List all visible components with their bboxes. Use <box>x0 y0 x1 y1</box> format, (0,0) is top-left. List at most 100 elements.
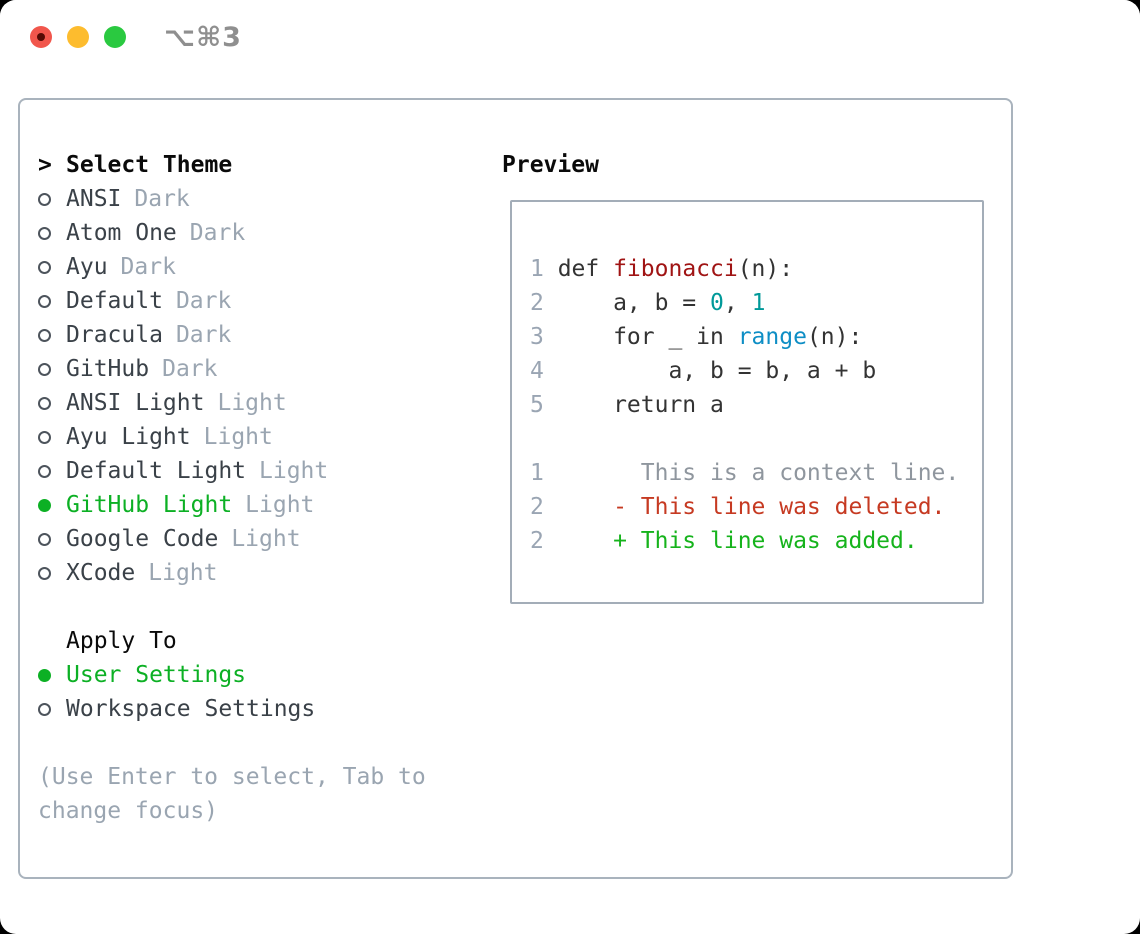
theme-name: Ayu <box>66 254 108 280</box>
radio-selected-icon[interactable] <box>38 668 51 682</box>
line-number: 2 <box>530 290 544 316</box>
theme-variant-label: Dark <box>175 288 232 314</box>
radio-unselected-icon[interactable] <box>38 362 51 376</box>
theme-variant-label: Dark <box>120 254 176 280</box>
code-line: 4 a, b = b, a + b <box>530 354 959 388</box>
code-line: 1 This is a context line. <box>530 456 959 490</box>
code-segment-context: This is a context line. <box>557 460 960 486</box>
radio-unselected-icon[interactable] <box>38 464 51 478</box>
radio-unselected-icon[interactable] <box>38 396 51 410</box>
code-segment-plain: def <box>557 256 614 282</box>
theme-option[interactable]: Default Dark <box>38 284 448 318</box>
theme-variant-label: Dark <box>189 220 246 246</box>
code-segment-plain: for _ in <box>557 324 738 350</box>
theme-name: Dracula <box>66 322 163 348</box>
theme-option[interactable]: XCode Light <box>38 556 448 590</box>
window-title-shortcut: ⌥⌘3 <box>164 22 242 53</box>
preview-header: Preview <box>502 152 599 178</box>
radio-unselected-icon[interactable] <box>38 260 51 274</box>
code-segment-number: 1 <box>751 290 766 316</box>
code-segment-plain: a, b = <box>557 290 711 316</box>
apply-option-label: Workspace Settings <box>66 696 316 722</box>
code-line: 2 - This line was deleted. <box>530 490 959 524</box>
apply-to-header: Apply To <box>66 628 177 654</box>
line-number: 4 <box>530 358 544 384</box>
theme-name: ANSI <box>66 186 122 212</box>
code-line: 5 return a <box>530 388 959 422</box>
line-number: 1 <box>530 460 544 486</box>
line-number: 2 <box>530 528 544 554</box>
theme-name: XCode <box>66 560 136 586</box>
radio-unselected-icon[interactable] <box>38 226 51 240</box>
theme-variant-label: Dark <box>134 186 190 212</box>
theme-option[interactable]: ANSI Dark <box>38 182 448 216</box>
theme-option[interactable]: Atom One Dark <box>38 216 448 250</box>
code-segment-plain: return a <box>557 392 724 418</box>
theme-name: Atom One <box>66 220 177 246</box>
minimize-button[interactable] <box>67 26 89 48</box>
line-number: 2 <box>530 494 544 520</box>
theme-name: Ayu Light <box>66 424 191 450</box>
close-button[interactable] <box>30 26 52 48</box>
theme-variant-label: Light <box>217 390 287 416</box>
theme-variant-label: Light <box>245 492 315 518</box>
line-number: 5 <box>530 392 544 418</box>
theme-variant-label: Light <box>148 560 218 586</box>
theme-option[interactable]: GitHub Light Light <box>38 488 448 522</box>
apply-option[interactable]: User Settings <box>38 658 448 692</box>
line-number: 1 <box>530 256 544 282</box>
select-theme-header-row: > Select Theme <box>38 148 448 182</box>
theme-variant-label: Dark <box>175 322 232 348</box>
code-segment-plain: a, b = b, a + b <box>557 358 877 384</box>
code-segment-plain: (n): <box>806 324 863 350</box>
radio-unselected-icon[interactable] <box>38 294 51 308</box>
code-line: 1 def fibonacci(n): <box>530 252 959 286</box>
theme-variant-label: Light <box>259 458 329 484</box>
code-line: 3 for _ in range(n): <box>530 320 959 354</box>
radio-unselected-icon[interactable] <box>38 430 51 444</box>
theme-option[interactable]: Default Light Light <box>38 454 448 488</box>
cursor-prefix: > <box>38 152 52 178</box>
radio-unselected-icon[interactable] <box>38 328 51 342</box>
theme-name: Default Light <box>66 458 247 484</box>
apply-option-label: User Settings <box>66 662 247 688</box>
code-segment-builtin: range <box>737 324 807 350</box>
keyboard-hint: (Use Enter to select, Tab to change focu… <box>38 764 426 824</box>
zoom-button[interactable] <box>104 26 126 48</box>
code-segment-deleted: - This line was deleted. <box>557 494 946 520</box>
theme-name: Default <box>66 288 163 314</box>
theme-variant-label: Dark <box>162 356 218 382</box>
title-bar: ⌥⌘3 <box>0 0 1140 98</box>
code-segment-plain: (n): <box>737 256 794 282</box>
traffic-lights <box>30 26 126 48</box>
code-line: 2 a, b = 0, 1 <box>530 286 959 320</box>
apply-option[interactable]: Workspace Settings <box>38 692 448 726</box>
apply-to-header-row: Apply To <box>38 624 448 658</box>
code-line: 2 + This line was added. <box>530 524 959 558</box>
radio-unselected-icon[interactable] <box>38 702 51 716</box>
radio-unselected-icon[interactable] <box>38 532 51 546</box>
theme-option[interactable]: Ayu Light Light <box>38 420 448 454</box>
line-number: 3 <box>530 324 544 350</box>
code-segment-added: + This line was added. <box>557 528 918 554</box>
theme-name: GitHub Light <box>66 492 233 518</box>
radio-unselected-icon[interactable] <box>38 566 51 580</box>
radio-selected-icon[interactable] <box>38 498 51 512</box>
theme-name: Google Code <box>66 526 219 552</box>
code-line <box>530 422 959 456</box>
radio-unselected-icon[interactable] <box>38 192 51 206</box>
code-segment-number: 0 <box>710 290 724 316</box>
theme-variant-label: Light <box>203 424 273 450</box>
code-segment-title: fibonacci <box>613 256 738 282</box>
select-theme-header: Select Theme <box>66 152 233 178</box>
code-segment-plain: , <box>723 290 752 316</box>
theme-option[interactable]: Ayu Dark <box>38 250 448 284</box>
theme-option[interactable]: Dracula Dark <box>38 318 448 352</box>
